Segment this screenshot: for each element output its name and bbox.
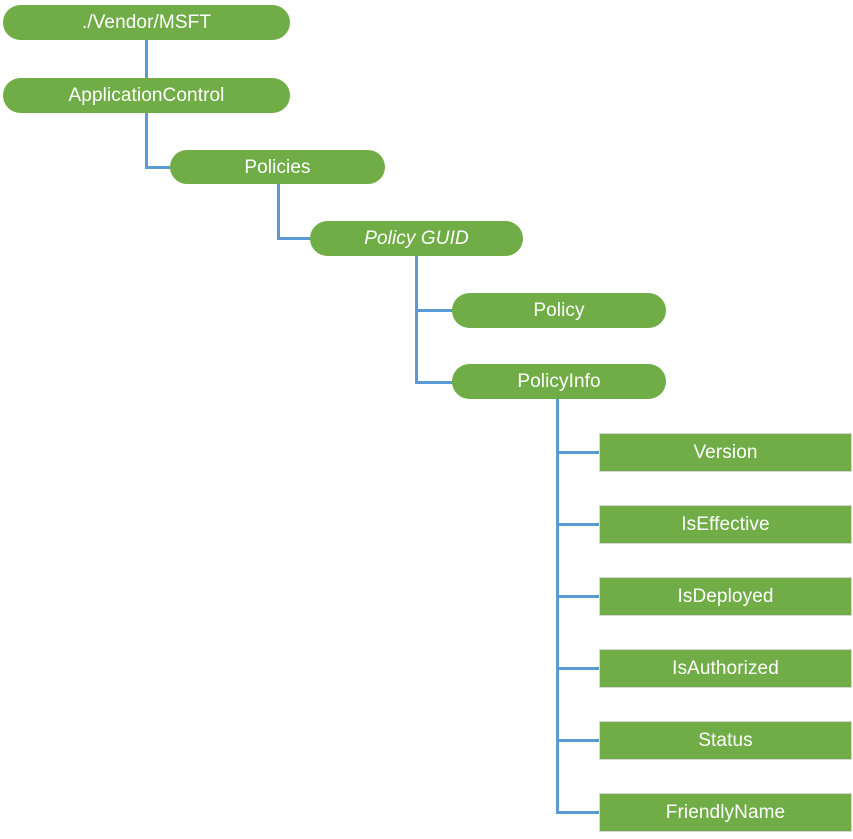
stub-to-isauthorized	[556, 667, 603, 670]
stub-to-policy	[415, 309, 455, 312]
node-appcontrol: ApplicationControl	[3, 78, 290, 113]
stub-to-policies	[145, 166, 172, 169]
stub-to-policyinfo	[415, 381, 455, 384]
stub-to-isdeployed	[556, 595, 603, 598]
stub-to-iseffective	[556, 523, 603, 526]
node-policyguid: Policy GUID	[310, 221, 523, 256]
node-status: Status	[600, 722, 851, 759]
node-policies: Policies	[170, 150, 385, 184]
node-policy: Policy	[452, 293, 666, 328]
node-policyinfo: PolicyInfo	[452, 364, 666, 399]
trunk-appcontrol-down	[145, 113, 148, 168]
trunk-root-to-appcontrol	[145, 40, 148, 78]
node-isdeployed: IsDeployed	[600, 578, 851, 615]
node-version: Version	[600, 434, 851, 471]
node-friendlyname: FriendlyName	[600, 794, 851, 831]
trunk-policyinfo-down	[556, 399, 559, 814]
node-root: ./Vendor/MSFT	[3, 5, 290, 40]
node-iseffective: IsEffective	[600, 506, 851, 543]
trunk-policies-down	[277, 184, 280, 240]
node-isauthorized: IsAuthorized	[600, 650, 851, 687]
stub-to-status	[556, 739, 603, 742]
stub-to-friendlyname	[556, 811, 603, 814]
stub-to-version	[556, 451, 603, 454]
trunk-policyguid-down	[415, 256, 418, 384]
stub-to-policyguid	[277, 237, 313, 240]
